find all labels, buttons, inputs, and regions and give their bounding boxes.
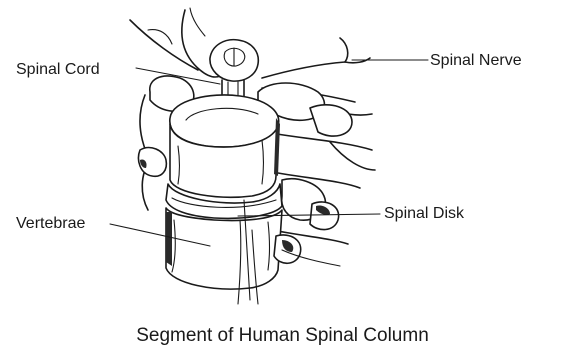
vertebrae-label: Vertebrae — [16, 216, 85, 232]
spinal-nerve-label: Spinal Nerve — [430, 53, 522, 69]
spinal-disk-label: Spinal Disk — [384, 206, 464, 222]
lower-vertebra — [166, 208, 282, 289]
spinal-cord-label: Spinal Cord — [16, 62, 100, 78]
upper-vertebra — [170, 95, 279, 197]
diagram-caption: Segment of Human Spinal Column — [0, 326, 565, 345]
